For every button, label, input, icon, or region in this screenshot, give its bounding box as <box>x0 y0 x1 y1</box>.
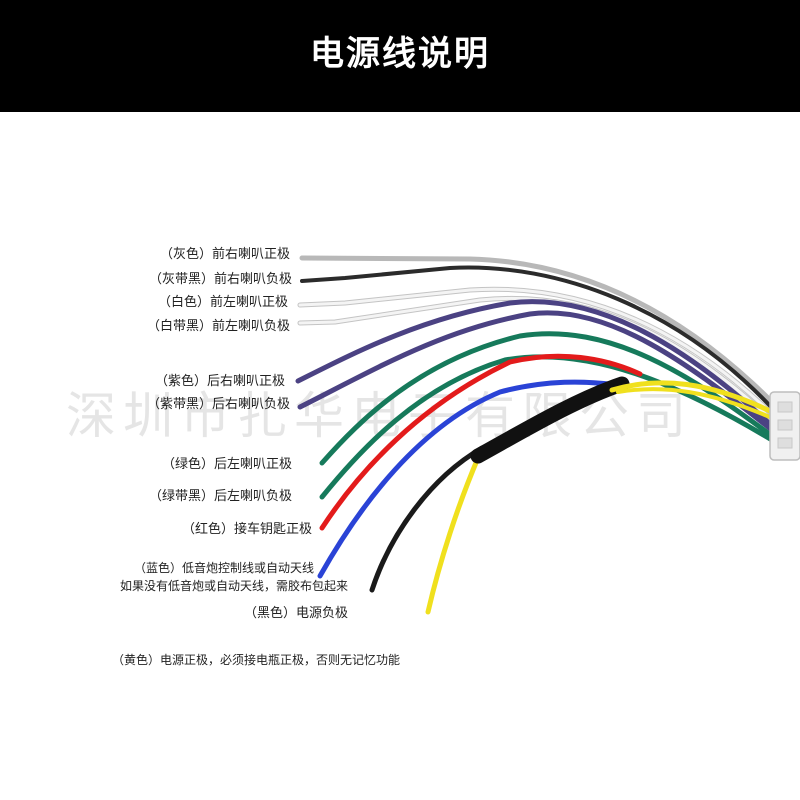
wire-gray-black <box>300 265 774 410</box>
label-gray-wire: （灰色）前右喇叭正极 <box>159 247 290 262</box>
wire-purple-black <box>297 310 775 433</box>
wire-white <box>298 287 774 416</box>
wire-black <box>369 445 485 593</box>
wire-red <box>319 353 643 531</box>
label-yellow-wire: （黄色）电源正极，必须接电瓶正极，否则无记忆功能 <box>111 653 400 667</box>
wire-yellow-bundle-2 <box>616 387 774 420</box>
label-gray-black-wire: （灰带黑）前右喇叭负极 <box>148 272 292 287</box>
connector-slot <box>777 419 793 431</box>
header-bar: 电源线说明 <box>0 0 800 112</box>
label-green-wire: （绿色）后左喇叭正极 <box>161 457 292 472</box>
wire-yellow-bundle <box>609 380 775 415</box>
connector-slot <box>777 401 793 413</box>
fuse-holder <box>470 376 630 464</box>
label-blue-wire: （蓝色）低音炮控制线或自动天线 <box>133 561 314 575</box>
label-black-wire: （黑色）电源负极 <box>243 606 348 621</box>
label-white-wire: （白色）前左喇叭正极 <box>157 295 288 310</box>
label-blue-wire-note: 如果没有低音炮或自动天线，需胶布包起来 <box>119 579 348 593</box>
connector-slot <box>777 437 793 449</box>
wire-green-black <box>319 354 775 500</box>
label-red-wire: （红色）接车钥匙正极 <box>181 522 312 537</box>
wire-gray <box>299 255 775 405</box>
label-purple-black-wire: （紫带黑）后右喇叭负极 <box>146 397 290 412</box>
label-green-black-wire: （绿带黑）后左喇叭负极 <box>148 489 292 504</box>
label-purple-wire: （紫色）后右喇叭正极 <box>154 374 285 389</box>
wire-purple <box>295 299 775 429</box>
wire-blue <box>317 379 628 579</box>
page-title: 电源线说明 <box>310 34 490 74</box>
label-white-black-wire: （白带黑）前左喇叭负极 <box>146 319 290 334</box>
wire-yellow <box>425 455 481 615</box>
connector-plug <box>769 391 800 461</box>
